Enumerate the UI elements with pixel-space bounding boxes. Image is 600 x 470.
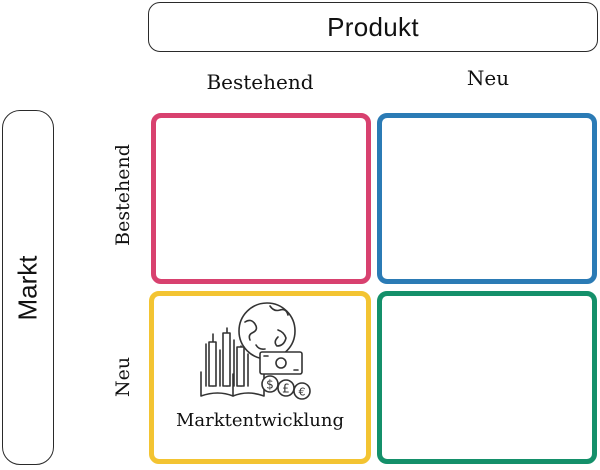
svg-text:£: £ bbox=[282, 382, 290, 396]
svg-text:€: € bbox=[299, 386, 306, 399]
quadrant-bestehend-bestehend bbox=[151, 113, 371, 284]
row-label-neu: Neu bbox=[112, 356, 134, 398]
globe-chart-money-icon: $ £ € bbox=[200, 302, 311, 400]
column-label-bestehend: Bestehend bbox=[206, 70, 314, 94]
svg-text:$: $ bbox=[266, 378, 274, 392]
markt-header: Markt bbox=[2, 110, 54, 465]
column-label-neu: Neu bbox=[466, 66, 510, 90]
produkt-header: Produkt bbox=[148, 2, 598, 52]
produkt-label: Produkt bbox=[327, 11, 419, 42]
quadrant-neu-neu bbox=[377, 291, 597, 464]
row-label-bestehend: Bestehend bbox=[112, 144, 134, 246]
quadrant-neu-bestehend: $ £ € Marktentwicklung bbox=[149, 291, 371, 464]
quadrant-bestehend-neu bbox=[377, 113, 597, 284]
markt-label: Markt bbox=[12, 255, 43, 320]
quadrant-label-marktentwicklung: Marktentwicklung bbox=[175, 410, 344, 431]
